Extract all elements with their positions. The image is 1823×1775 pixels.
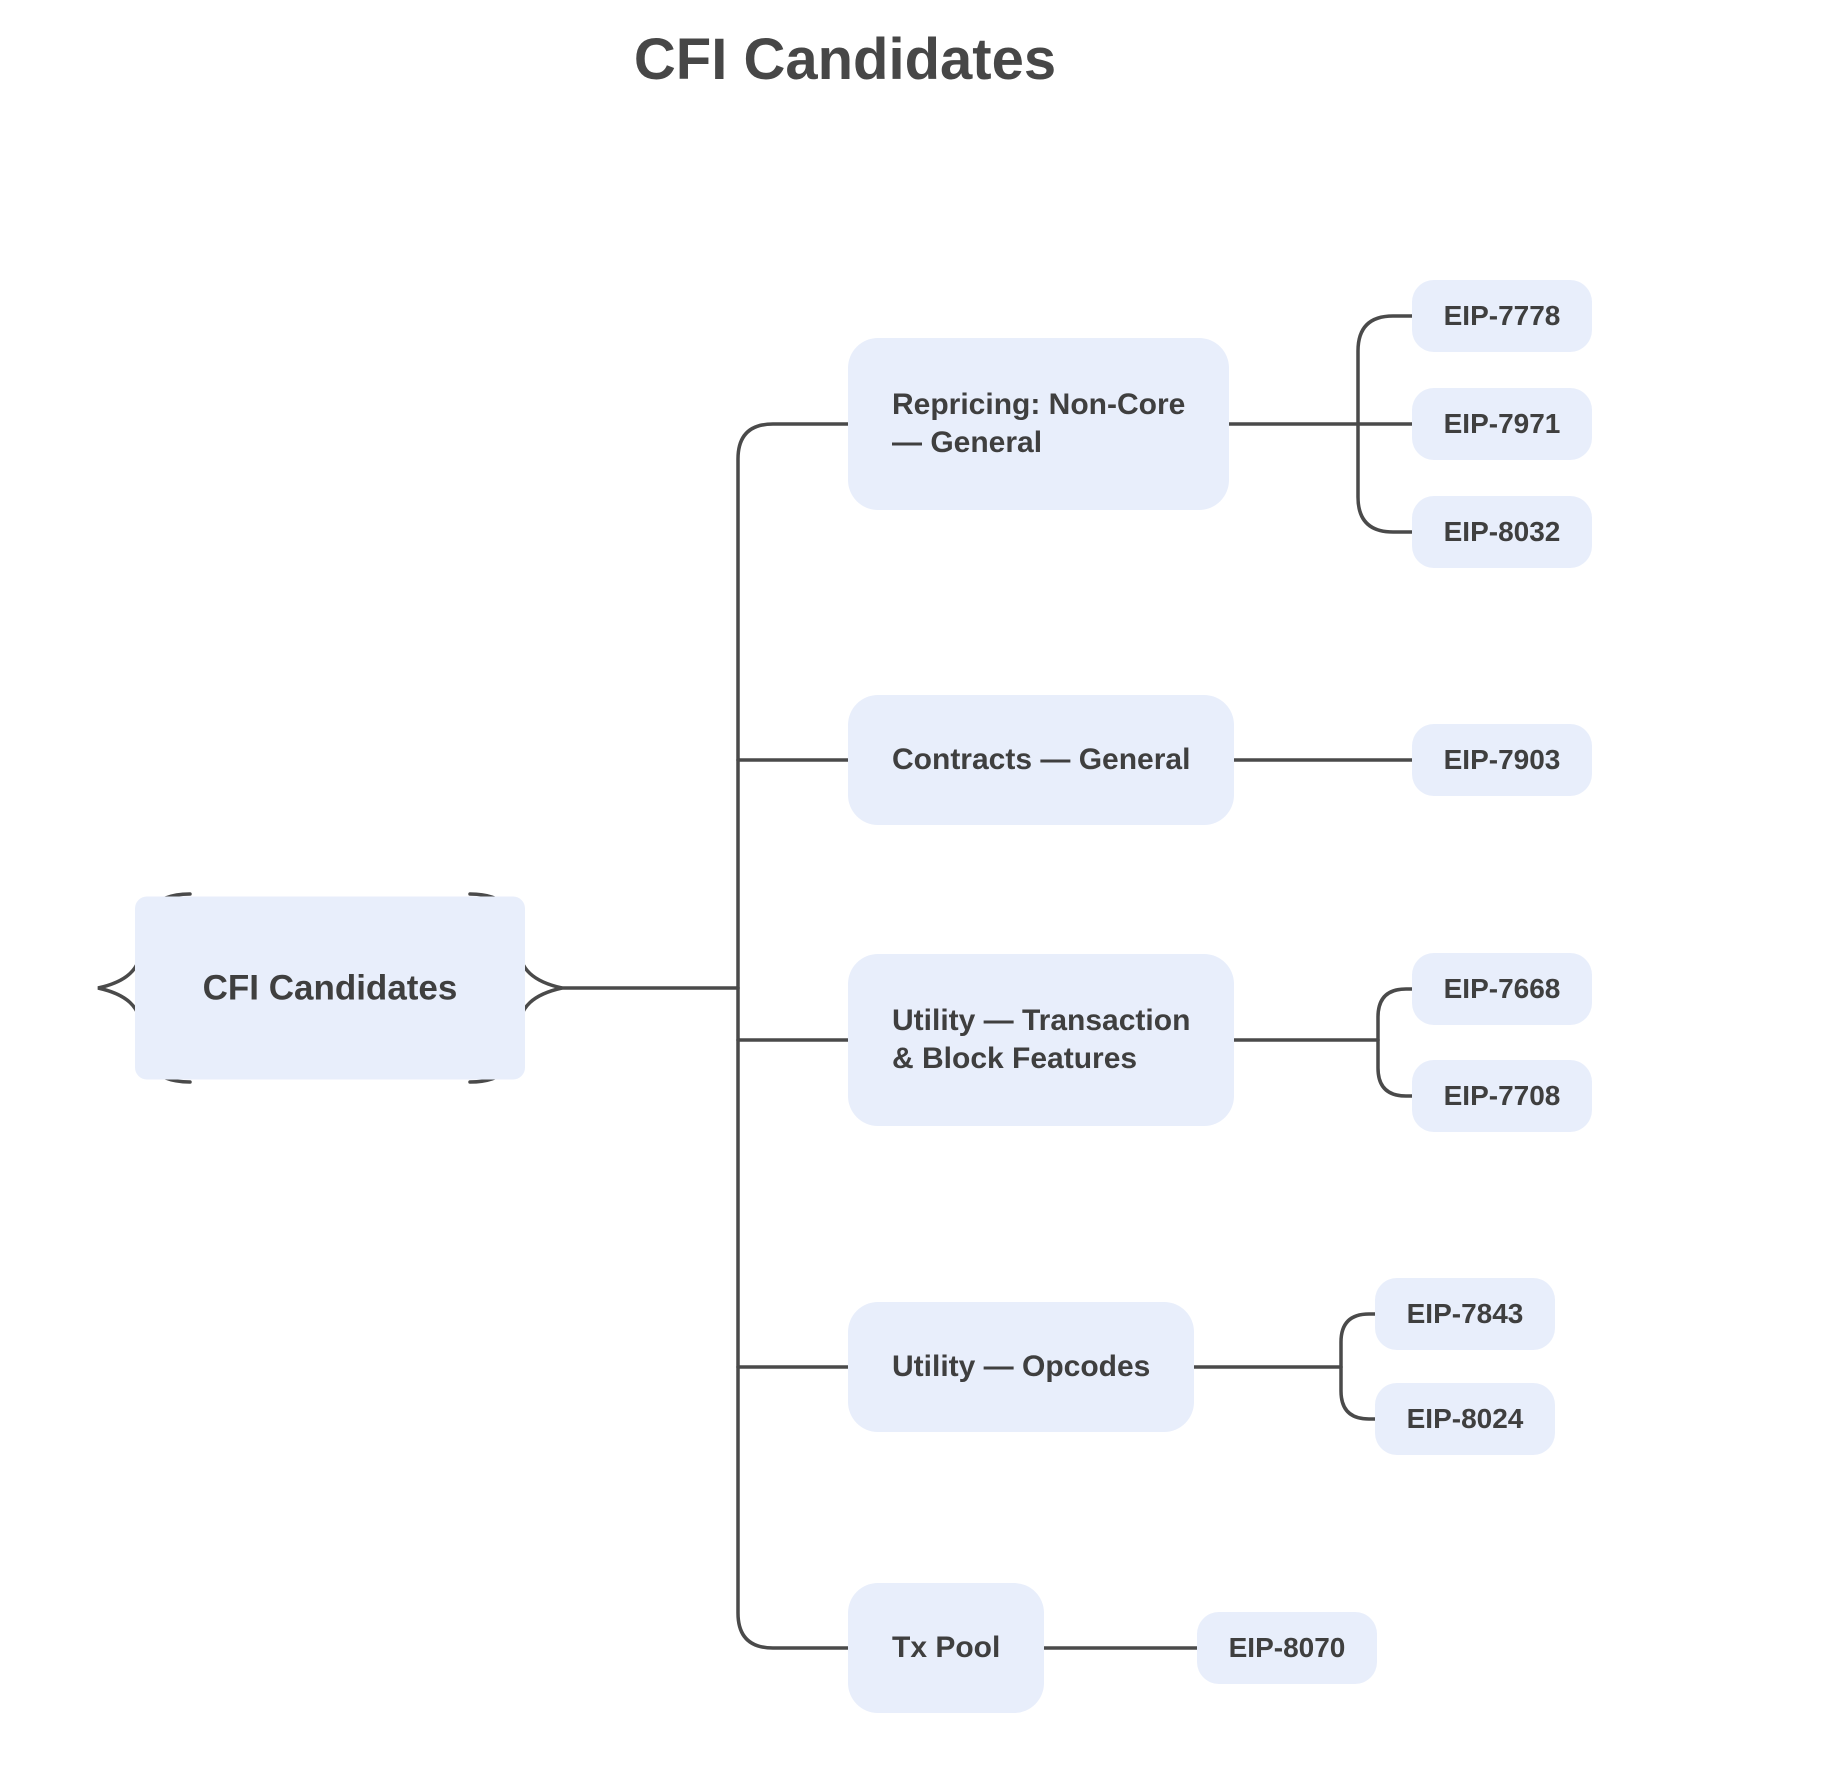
child-node-eip-7843: EIP-7843 <box>1375 1278 1555 1350</box>
child-node-eip-8070: EIP-8070 <box>1197 1612 1377 1684</box>
child-node-eip-7971: EIP-7971 <box>1412 388 1592 460</box>
child-node-eip-7903: EIP-7903 <box>1412 724 1592 796</box>
child-node-eip-8024: EIP-8024 <box>1375 1383 1555 1455</box>
child-label: EIP-8024 <box>1406 1403 1524 1434</box>
branch-node-utility-opcodes: Utility — Opcodes <box>848 1302 1195 1432</box>
child-label: EIP-7708 <box>1443 1080 1561 1111</box>
child-node-eip-8032: EIP-8032 <box>1412 496 1592 568</box>
branch-label: Tx Pool <box>892 1630 1001 1664</box>
child-label: EIP-7843 <box>1406 1298 1524 1329</box>
child-label: EIP-7971 <box>1443 408 1561 439</box>
diagram-title: CFI Candidates <box>633 27 1057 92</box>
child-label: EIP-7903 <box>1443 744 1561 775</box>
branch-label: Repricing: Non-Core — General <box>892 387 1186 459</box>
branch-node-repricing-non-core-general: Repricing: Non-Core — General <box>848 338 1230 510</box>
branch-node-contracts-general: Contracts — General <box>848 695 1235 825</box>
root-node-cfi-candidates: CFI Candidates <box>135 896 525 1080</box>
child-label: EIP-7778 <box>1443 300 1561 331</box>
child-label: EIP-8070 <box>1228 1632 1346 1663</box>
root-label: CFI Candidates <box>202 968 458 1007</box>
child-label: EIP-8032 <box>1443 516 1561 547</box>
branch-node-tx-pool: Tx Pool <box>848 1583 1045 1713</box>
branch-node-utility-transaction-block-features: Utility — Transaction & Block Features <box>848 954 1235 1126</box>
child-node-eip-7708: EIP-7708 <box>1412 1060 1592 1132</box>
branch-label: Utility — Opcodes <box>892 1349 1151 1383</box>
branch-label: Utility — Transaction & Block Features <box>892 1003 1191 1075</box>
child-node-eip-7668: EIP-7668 <box>1412 953 1592 1025</box>
branch-label: Contracts — General <box>892 742 1191 776</box>
child-node-eip-7778: EIP-7778 <box>1412 280 1592 352</box>
child-label: EIP-7668 <box>1443 973 1561 1004</box>
